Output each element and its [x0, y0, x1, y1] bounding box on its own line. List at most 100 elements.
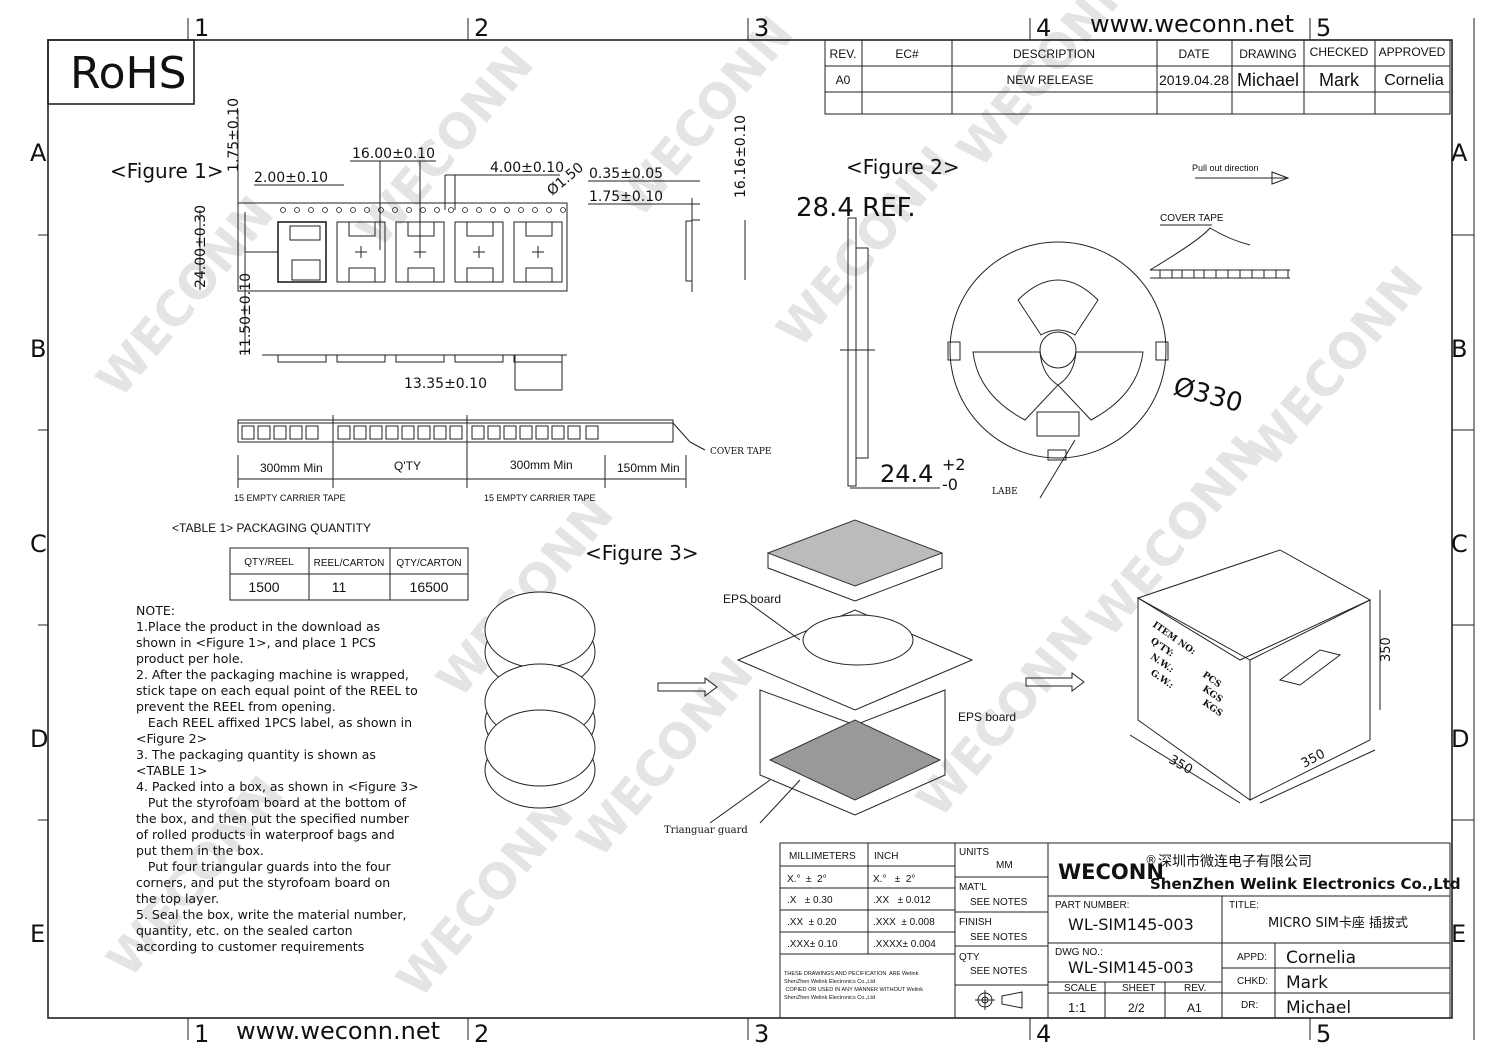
drawing-label: A0 [836, 73, 851, 87]
drawing-label: shown in <Figure 1>, and place 1 PCS [136, 635, 376, 650]
figure-1-title: <Figure 1> [110, 159, 224, 183]
drawing-label: <Figure 2> [846, 155, 960, 179]
reel-tape-layout [237, 415, 706, 488]
drawing-label: NEW RELEASE [1007, 73, 1094, 87]
drawing-label: C [30, 530, 47, 558]
drawing-label: .XXXX± 0.004 [873, 939, 936, 950]
drawing-label: 1.75±0.10 [589, 189, 663, 205]
drawing-label: REEL/CARTON [314, 558, 385, 569]
drawing-label: MILLIMETERS [789, 851, 856, 862]
drawing-label: Ø330 [1170, 372, 1245, 419]
carrier-tape-side-view [685, 198, 693, 292]
reel-front-view [947, 171, 1290, 499]
drawing-label: B [1451, 335, 1467, 363]
drawing-label: 2.00±0.10 [254, 170, 328, 186]
drawing-label: THESE DRAWINGS AND PECIFICATION ARE Weli… [784, 971, 919, 977]
drawing-label: <Figure 3> [585, 541, 699, 565]
figure-3: <Figure 3> EPS board EPS board Trianguar… [484, 519, 1394, 836]
drawing-label: 深圳市微连电子有限公司 [1158, 853, 1312, 870]
drawing-label: 11 [332, 579, 347, 595]
drawing-label: REV. [1184, 983, 1206, 994]
drawing-label: corners, and put the styrofoam board on [136, 875, 390, 890]
reel-stack [484, 591, 596, 809]
drawing-label: EPS board [958, 710, 1016, 724]
drawing-label: 1:1 [1068, 1000, 1086, 1015]
drawing-label: Put four triangular guards into the four [136, 859, 392, 874]
drawing-label: 3 [754, 14, 769, 42]
drawing-label: 4.00±0.10 [490, 160, 564, 176]
drawing-label: COPIED OR USED IN ANY MANNER WITHOUT Wel… [784, 987, 923, 993]
reel-side-view [840, 217, 940, 489]
drawing-label: WECONN [386, 786, 585, 1007]
drawing-label: 16.16±0.10 [733, 115, 749, 198]
drawing-label: WECONN [1076, 426, 1275, 647]
drawing-label: .XXX ± 0.008 [873, 917, 935, 928]
arrow-icon [1025, 672, 1085, 692]
drawing-label: 4 [1036, 14, 1051, 42]
website-bottom[interactable]: www.weconn.net [236, 1017, 440, 1045]
drawing-label: 5 [1316, 14, 1331, 42]
drawing-label: WECONN [1236, 256, 1435, 477]
drawing-label: Each REEL affixed 1PCS label, as shown i… [136, 715, 412, 730]
drawing-label: 16500 [410, 579, 449, 595]
drawing-label: 15 EMPTY CARRIER TAPE [484, 493, 596, 503]
drawing-label: A1 [1187, 1001, 1202, 1015]
drawing-label: E [30, 920, 45, 948]
carrier-tape-top-view [237, 202, 568, 292]
drawing-label: .X ± 0.30 [787, 895, 833, 906]
drawing-label: TITLE: [1229, 900, 1259, 911]
drawing-label: Mark [1286, 973, 1328, 993]
drawing-label: E [1451, 920, 1466, 948]
drawing-label: 2 [474, 14, 489, 42]
drawing-label: PART NUMBER: [1055, 900, 1129, 911]
drawing-label: the top layer. [136, 891, 219, 906]
drawing-label: 2 [474, 1020, 489, 1048]
drawing-label: quantity, etc. on the sealed carton [136, 923, 353, 938]
drawing-label: 0.35±0.05 [589, 166, 663, 182]
projection-symbol-icon [975, 990, 1023, 1010]
drawing-label: 24.4 [880, 460, 933, 488]
drawing-label: Put the styrofoam board at the bottom of [136, 795, 407, 810]
drawing-label: <TABLE 1> [136, 763, 208, 778]
drawing-number: WL-SIM145-003 [1068, 958, 1194, 977]
drawing-label: SEE NOTES [970, 932, 1028, 943]
drawing-label: UNITS [959, 847, 989, 858]
drawing-label: stick tape on each equal point of the RE… [136, 683, 418, 698]
drawing-label: -0 [942, 475, 958, 494]
drawing-label: Pull out direction [1192, 163, 1259, 173]
drawing-label: put them in the box. [136, 843, 264, 858]
drawing-label: <TABLE 1> PACKAGING QUANTITY [172, 521, 371, 535]
drawing-label: LABE [992, 487, 1018, 497]
drawing-label: DRAWING [1239, 47, 1297, 61]
drawing-label: SEE NOTES [970, 966, 1028, 977]
drawing-label: Trianguar guard [664, 825, 748, 836]
drawing-label: .XX ± 0.20 [787, 917, 837, 928]
drawing-label: MAT'L [959, 882, 987, 893]
drawing-label: 2/2 [1128, 1001, 1145, 1015]
drawing-label: WECONN [86, 186, 285, 407]
drawing-label: QTY/CARTON [396, 558, 461, 569]
drawing-label: DWG NO.: [1055, 947, 1103, 958]
drawing-label: A [1451, 139, 1468, 167]
drawing-label: of rolled products in waterproof bags an… [136, 827, 395, 842]
drawing-label: product per hole. [136, 651, 244, 666]
drawing-label: 2019.04.28 [1159, 72, 1229, 88]
drawing-label: 3. The packaging quantity is shown as [136, 747, 376, 762]
part-number: WL-SIM145-003 [1068, 915, 1194, 934]
drawing-label: Michael [1286, 998, 1351, 1018]
drawing-label: 350 [1379, 637, 1394, 662]
drawing-label: COVER TAPE [1160, 213, 1224, 224]
drawing-label: DR: [1241, 1000, 1258, 1011]
notes: NOTE:1.Place the product in the download… [136, 603, 419, 954]
drawing-label: QTY [959, 952, 980, 963]
drawing-label: .XXX± 0.10 [787, 939, 838, 950]
drawing-label: EPS board [723, 592, 781, 606]
drawing-label: prevent the REEL from opening. [136, 699, 336, 714]
website-top[interactable]: www.weconn.net [1090, 10, 1294, 38]
figure-1: <Figure 1> 1.75±0.10 2.00±0.10 16.00±0.1… [110, 98, 771, 503]
drawing-label: 3 [754, 1020, 769, 1048]
drawing-label: ® [1145, 853, 1157, 867]
